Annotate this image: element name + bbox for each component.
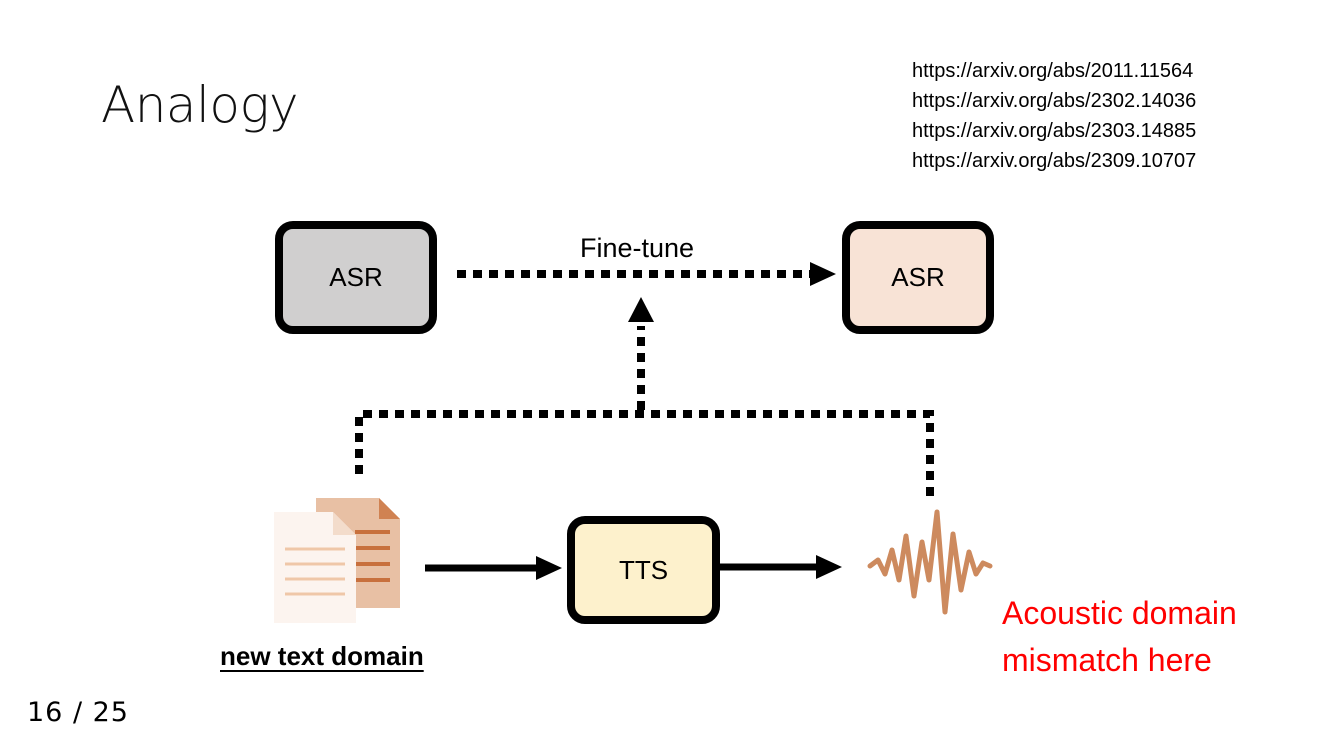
text-domain-label: new text domain	[220, 641, 424, 671]
slide-title: Analogy	[101, 76, 299, 134]
reference-link[interactable]: https://arxiv.org/abs/2302.14036	[912, 90, 1197, 112]
asr-source-box: ASR	[275, 221, 437, 334]
document-icon	[274, 498, 400, 623]
data-bracket-line	[355, 410, 934, 500]
reference-link[interactable]: https://arxiv.org/abs/2011.11564	[912, 60, 1194, 82]
tts-to-speech-arrowhead	[816, 555, 842, 579]
reference-link[interactable]: https://arxiv.org/abs/2309.10707	[912, 150, 1197, 172]
reference-link[interactable]: https://arxiv.org/abs/2303.14885	[912, 120, 1197, 142]
asr-target-label: ASR	[891, 262, 945, 292]
text-to-tts-arrowhead	[536, 556, 562, 580]
mismatch-note: Acoustic domain mismatch here	[1002, 595, 1237, 678]
finetune-label: Fine-tune	[580, 233, 695, 263]
asr-target-box: ASR	[842, 221, 994, 334]
page-number: 16 / 25	[27, 697, 129, 728]
asr-source-label: ASR	[329, 262, 383, 292]
finetune-arrowhead	[810, 262, 836, 286]
feedback-arrowhead	[628, 297, 654, 322]
reference-list: https://arxiv.org/abs/2011.11564 https:/…	[912, 56, 1196, 176]
tts-label: TTS	[618, 554, 669, 585]
tts-box: TTS	[567, 516, 720, 624]
waveform-icon	[867, 509, 993, 615]
